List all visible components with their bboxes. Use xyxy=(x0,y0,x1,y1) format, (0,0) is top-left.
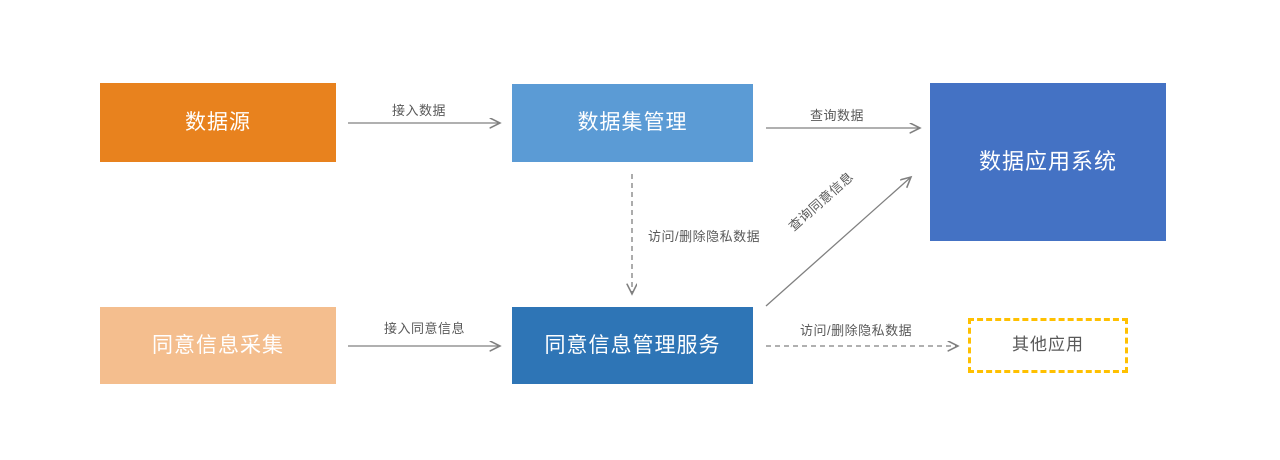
node-consent-information-management-service-label: 同意信息管理服务 xyxy=(544,333,721,357)
node-consent-information-collection-label: 同意信息采集 xyxy=(152,333,284,357)
edge-label-access-delete-private-data: 访问/删除隐私数据 xyxy=(648,229,761,244)
node-other-applications[interactable]: 其他应用 xyxy=(968,318,1128,373)
node-consent-information-collection[interactable]: 同意信息采集 xyxy=(100,307,336,384)
node-data-application-system[interactable]: 数据应用系统 xyxy=(930,83,1166,241)
edge-label-ingest-consent-info: 接入同意信息 xyxy=(384,321,466,336)
node-dataset-management[interactable]: 数据集管理 xyxy=(512,84,753,162)
node-data-source-label: 数据源 xyxy=(185,110,251,134)
edge-label-ingest-data: 接入数据 xyxy=(392,103,447,118)
node-dataset-management-label: 数据集管理 xyxy=(577,111,688,135)
node-consent-information-management-service[interactable]: 同意信息管理服务 xyxy=(512,307,753,384)
node-data-source[interactable]: 数据源 xyxy=(100,83,336,162)
node-data-application-system-label: 数据应用系统 xyxy=(978,148,1117,174)
node-other-applications-label: 其他应用 xyxy=(1012,335,1084,355)
edge-label-access-delete-other-app: 访问/删除隐私数据 xyxy=(800,323,913,338)
edge-query-consent-info-line xyxy=(765,177,911,307)
edge-label-query-data: 查询数据 xyxy=(810,108,865,123)
